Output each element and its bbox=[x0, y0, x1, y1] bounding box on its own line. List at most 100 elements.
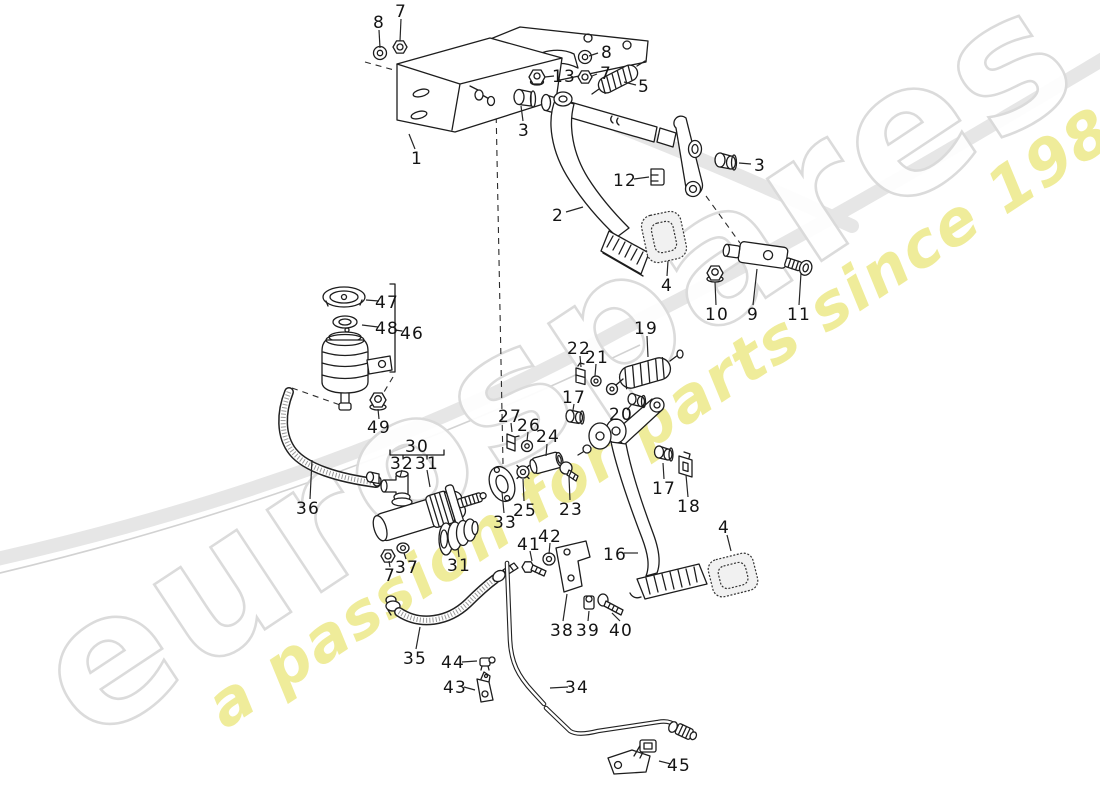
leader-line-36-30 bbox=[309, 459, 313, 500]
leader-line-45-50 bbox=[658, 760, 672, 765]
part-label-7-4: 7 bbox=[600, 64, 612, 84]
leader-line-17-21 bbox=[572, 403, 575, 411]
master-cylinder-drawing bbox=[365, 470, 487, 563]
leader-line-21-20 bbox=[594, 363, 597, 377]
brake-pivot-drawing bbox=[565, 349, 684, 456]
support-bracket-drawing bbox=[521, 540, 624, 616]
bracket-fasteners-drawing bbox=[372, 40, 593, 86]
group-brackets bbox=[389, 283, 445, 460]
leader-line-13-5 bbox=[544, 75, 555, 78]
part-label-13-5: 13 bbox=[552, 67, 576, 87]
part-label-8-0: 8 bbox=[373, 13, 385, 33]
mount-bracket-drawing bbox=[396, 26, 649, 133]
part-label-26-28: 26 bbox=[517, 416, 541, 436]
part-label-5-6: 5 bbox=[638, 77, 650, 97]
leader-line-26-28 bbox=[526, 431, 529, 442]
reservoir-drawing bbox=[321, 286, 393, 411]
part-label-40-45: 40 bbox=[609, 621, 633, 641]
leader-line-9-13 bbox=[752, 268, 758, 306]
part-label-25-32: 25 bbox=[513, 501, 537, 521]
leader-line-47-15 bbox=[365, 299, 380, 302]
part-label-19-18: 19 bbox=[634, 319, 658, 339]
part-label-37-41: 37 bbox=[395, 558, 419, 578]
part-label-10-12: 10 bbox=[705, 305, 729, 325]
part-label-17-21: 17 bbox=[562, 388, 586, 408]
brake-pipe-drawing bbox=[476, 560, 698, 775]
part-label-27-27: 27 bbox=[498, 407, 522, 427]
part-label-44-47: 44 bbox=[441, 653, 465, 673]
part-label-3-7: 3 bbox=[518, 121, 530, 141]
leader-line-11-14 bbox=[798, 272, 802, 306]
leader-line-31-40 bbox=[457, 547, 460, 558]
leader-line-4-11 bbox=[666, 260, 669, 277]
part-label-24-29: 24 bbox=[536, 427, 560, 447]
leader-line-19-18 bbox=[646, 335, 649, 358]
leader-line-22-19 bbox=[579, 355, 582, 368]
leader-line-7-4 bbox=[591, 73, 598, 77]
leader-line-23-33 bbox=[568, 476, 571, 501]
part-label-17-34: 17 bbox=[652, 479, 676, 499]
leader-line-27-27 bbox=[510, 422, 513, 433]
part-label-42-38: 42 bbox=[538, 527, 562, 547]
part-label-9-13: 9 bbox=[747, 305, 759, 325]
leader-line-48-16 bbox=[361, 324, 379, 328]
part-label-21-20: 21 bbox=[585, 348, 609, 368]
part-label-48-16: 48 bbox=[375, 319, 399, 339]
part-label-23-33: 23 bbox=[559, 500, 583, 520]
leader-line-34-49 bbox=[549, 686, 569, 689]
leader-line-2-10 bbox=[565, 206, 584, 213]
part-label-39-44: 39 bbox=[576, 621, 600, 641]
leader-line-35-46 bbox=[415, 626, 421, 650]
spring-5-drawing bbox=[591, 60, 646, 95]
part-label-11-14: 11 bbox=[787, 305, 811, 325]
part-label-16-39: 16 bbox=[603, 545, 627, 565]
leader-line-49-23 bbox=[377, 408, 380, 420]
part-label-31-26: 31 bbox=[415, 454, 439, 474]
hose-35-drawing bbox=[385, 562, 519, 626]
part-label-4-36: 4 bbox=[718, 518, 730, 538]
part-label-18-35: 18 bbox=[677, 497, 701, 517]
part-label-47-15: 47 bbox=[375, 293, 399, 313]
leader-line-8-3 bbox=[588, 52, 599, 57]
leader-line-18-35 bbox=[685, 474, 689, 498]
part-label-46-17: 46 bbox=[400, 324, 424, 344]
leader-line-33-31 bbox=[501, 491, 505, 514]
leader-line-38-43 bbox=[562, 593, 568, 622]
leader-line-5-6 bbox=[623, 81, 637, 86]
stop-screw-drawing bbox=[706, 241, 813, 283]
leader-line-42-38 bbox=[548, 542, 551, 555]
part-label-3-8: 3 bbox=[754, 156, 766, 176]
part-label-8-3: 8 bbox=[601, 43, 613, 63]
parts-illustration bbox=[278, 26, 813, 775]
leader-line-31-26 bbox=[426, 469, 431, 488]
part-label-43-48: 43 bbox=[443, 678, 467, 698]
leader-line-8-0 bbox=[378, 29, 381, 49]
leader-line-7-1 bbox=[399, 18, 402, 42]
part-label-7-1: 7 bbox=[395, 2, 407, 22]
part-label-2-10: 2 bbox=[552, 206, 564, 226]
leader-line-20-22 bbox=[626, 403, 633, 411]
part-label-22-19: 22 bbox=[567, 339, 591, 359]
part-label-34-49: 34 bbox=[565, 678, 589, 698]
leader-line-3-8 bbox=[738, 162, 752, 165]
part-label-31-40: 31 bbox=[447, 556, 471, 576]
part-label-45-50: 45 bbox=[667, 756, 691, 776]
construction-lines bbox=[291, 49, 741, 465]
leader-line-1-2 bbox=[408, 133, 416, 150]
part-label-36-30: 36 bbox=[296, 499, 320, 519]
leader-line-12-9 bbox=[633, 176, 650, 180]
leader-line-39-44 bbox=[587, 610, 590, 622]
part-label-49-23: 49 bbox=[367, 418, 391, 438]
leader-line-17-34 bbox=[662, 462, 665, 480]
leader-line-25-32 bbox=[522, 478, 525, 502]
leader-line-40-45 bbox=[611, 612, 621, 622]
mounting-stack-drawing bbox=[488, 433, 579, 503]
leader-line-3-7 bbox=[520, 105, 524, 122]
part-label-30-24: 30 bbox=[405, 437, 429, 457]
part-label-7-42: 7 bbox=[384, 566, 396, 586]
part-label-20-22: 20 bbox=[609, 405, 633, 425]
leader-line-37-41 bbox=[403, 552, 407, 560]
